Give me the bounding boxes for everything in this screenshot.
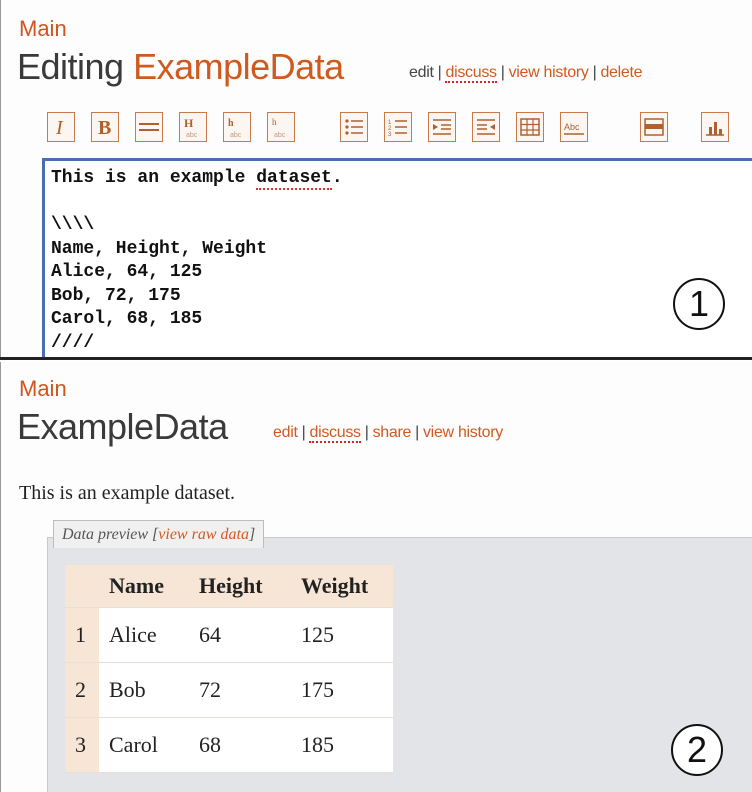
page-actions: edit|discuss|share|view history [273,424,503,443]
editor-line: ​ [51,191,343,215]
editor-line: Bob, 72, 175 [51,285,181,306]
svg-text:I: I [55,117,64,138]
editor-line: \\\\ [51,215,95,235]
cell-name: Alice [99,607,189,663]
table-row: 1 Alice 64 125 [65,607,393,663]
step-marker-2: 2 [671,724,723,776]
table-icon[interactable] [516,112,544,142]
breadcrumb-main[interactable]: Main [19,16,67,41]
cell-weight: 185 [291,717,393,773]
heading3-icon[interactable]: h abc [267,112,295,142]
cell-height: 68 [189,717,291,773]
row-index: 3 [65,717,99,773]
data-preview-table: Name Height Weight 1 Alice 64 125 2 Bob … [65,565,393,773]
svg-text:Abc: Abc [564,122,580,132]
editor-line: Name, Height, Weight [51,238,268,259]
title-prefix: Editing [17,46,124,87]
svg-text:B: B [98,117,111,138]
index-header [65,565,99,608]
preview-label-end: ] [248,526,256,543]
edit-link[interactable]: edit [273,424,298,441]
cell-name: Carol [99,717,189,773]
bold-icon[interactable]: B [91,112,119,142]
svg-text:abc: abc [186,132,198,139]
wiki-text-editor[interactable]: This is an example dataset.​\\\\ Name, He… [42,158,752,360]
page-view-panel: Main ExampleData edit|discuss|share|view… [0,362,752,792]
indent-icon[interactable] [428,112,456,142]
panel-divider [0,357,752,360]
editor-line: Alice, 64, 125 [51,262,203,282]
step-marker-1: 1 [673,278,725,330]
table-row: 3 Carol 68 185 [65,717,393,773]
heading2-icon[interactable]: h abc [223,112,251,142]
cell-name: Bob [99,662,189,718]
view-history-link[interactable]: view history [508,64,589,81]
editor-line: Carol, 68, 185 [51,309,203,329]
svg-text:h: h [272,117,277,127]
spellcheck-word: dataset [256,168,332,190]
edit-view-panel: Main Editing ExampleData edit|discuss|vi… [0,0,752,360]
table-row: 2 Bob 72 175 [65,662,393,718]
svg-text:H: H [184,116,194,130]
page-title: ExampleData [17,406,228,447]
svg-text:abc: abc [274,132,286,139]
page-title: Editing ExampleData [17,46,344,88]
column-header-weight: Weight [291,565,393,608]
svg-text:abc: abc [230,132,242,139]
cell-weight: 125 [291,607,393,663]
italic-icon[interactable]: I [47,112,75,142]
title-dataset-name: ExampleData [133,46,344,87]
dataset-icon[interactable] [640,112,668,142]
outdent-icon[interactable] [472,112,500,142]
row-index: 1 [65,607,99,663]
edit-link[interactable]: edit [409,64,434,81]
editor-line-text: This is an example dataset. [51,168,343,190]
delete-link[interactable]: delete [600,64,643,81]
editor-line: This is an example dataset. [51,167,343,191]
data-preview-tab: Data preview [view raw data] [53,520,265,548]
cell-height: 72 [189,662,291,718]
preview-label: Data preview [ [62,526,159,543]
editor-content[interactable]: This is an example dataset.​\\\\ Name, He… [51,167,343,355]
share-link[interactable]: share [372,424,412,441]
cell-weight: 175 [291,662,393,718]
page-description: This is an example dataset. [19,482,236,504]
svg-text:3: 3 [388,132,392,138]
editor-line: //// [51,332,95,353]
column-header-name: Name [99,565,189,608]
bullet-list-icon[interactable] [340,112,368,142]
page-actions: edit|discuss|view history|delete [409,64,643,83]
abc-icon[interactable]: Abc [560,112,588,142]
discuss-link[interactable]: discuss [445,64,497,83]
column-header-height: Height [189,565,291,608]
svg-text:h: h [228,118,234,129]
row-index: 2 [65,662,99,718]
table-header-row: Name Height Weight [65,565,393,608]
view-raw-data-link[interactable]: view raw data [158,526,249,543]
breadcrumb-main[interactable]: Main [19,376,67,401]
discuss-link[interactable]: discuss [309,424,361,443]
chart-icon[interactable] [701,112,729,142]
cell-height: 64 [189,607,291,663]
horizontal-rule-icon[interactable] [135,112,163,142]
svg-text:1: 1 [388,120,392,126]
svg-text:2: 2 [388,126,392,132]
view-history-link[interactable]: view history [422,424,503,441]
